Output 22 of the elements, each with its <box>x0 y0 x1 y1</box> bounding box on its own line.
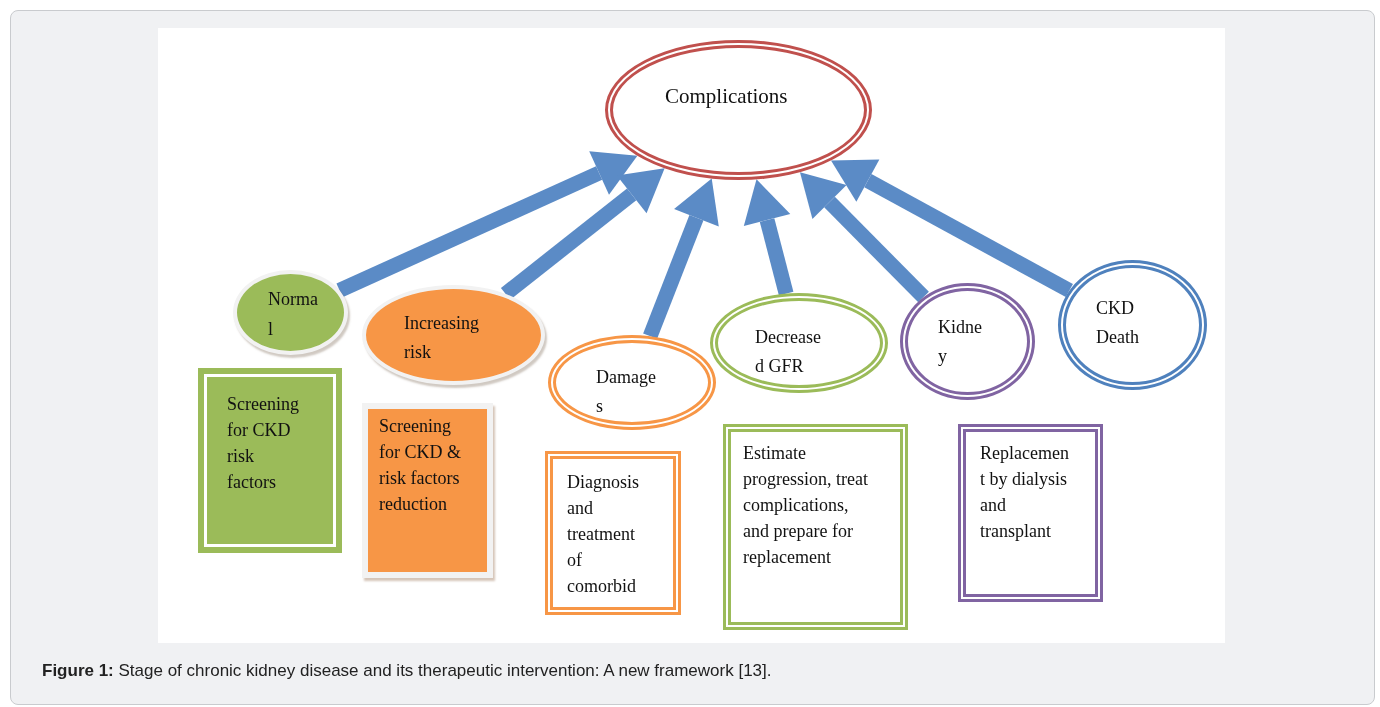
node-label: Kidne y <box>938 316 983 368</box>
intervention-box <box>362 403 493 578</box>
node-label: Estimate progression, treat complications, and prepare for replacement <box>743 442 869 569</box>
node-label: Replacemen t by dialysis and transplant <box>980 442 1070 543</box>
node-label: Screening for CKD & risk factors reduction <box>379 415 462 516</box>
arrow <box>831 159 1073 298</box>
arrow <box>743 179 794 296</box>
intervention-box <box>958 424 1103 602</box>
node-label: Diagnosis and treatment of comorbid <box>567 471 640 598</box>
intervention-box <box>198 368 342 553</box>
node-label: CKD Death <box>1096 297 1140 349</box>
intervention-box <box>723 424 908 630</box>
node-label: Complications <box>665 83 789 110</box>
node-label: Decrease d GFR <box>755 326 822 378</box>
node-label: Damage s <box>596 366 657 418</box>
node-label: Norma l <box>268 288 319 341</box>
figure-caption: Figure 1: Stage of chronic kidney disease and its therapeutic intervention: A new framework [13]. <box>42 661 772 681</box>
arrow <box>500 168 665 300</box>
node-label: Screening for CKD risk factors <box>227 393 300 494</box>
intervention-box <box>545 451 681 615</box>
arrow <box>336 151 638 298</box>
node-label: Increasing risk <box>404 312 480 364</box>
